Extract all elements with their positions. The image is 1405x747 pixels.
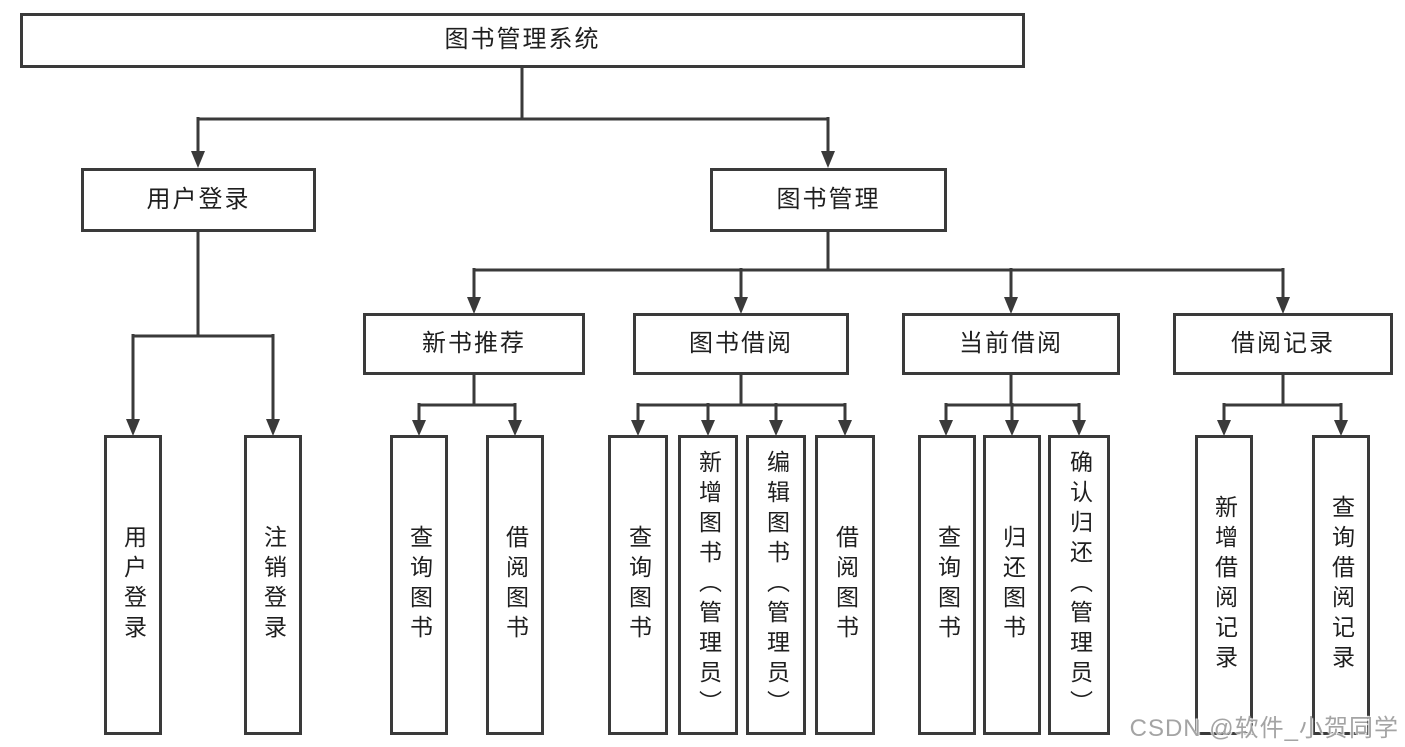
node-user-login-branch: 用户登录 (81, 168, 316, 232)
leaf-query-books-recommend: 查询图书 (390, 435, 448, 735)
leaf-logout: 注销登录 (244, 435, 302, 735)
leaf-borrow-books-recommend: 借阅图书 (486, 435, 544, 735)
csdn-watermark: CSDN @软件_小贺同学 (1129, 715, 1399, 742)
leaf-return-books-label: 归还图书 (999, 525, 1026, 645)
leaf-add-books-admin-label: 新增图书（管理员） (695, 450, 722, 720)
leaf-add-books-admin: 新增图书（管理员） (678, 435, 738, 735)
leaf-return-books: 归还图书 (983, 435, 1041, 735)
leaf-query-books-borrowing-label: 查询图书 (625, 525, 652, 645)
leaf-user-login: 用户登录 (104, 435, 162, 735)
leaf-add-borrow-record-label: 新增借阅记录 (1211, 495, 1238, 675)
leaf-confirm-return-admin-label: 确认归还（管理员） (1066, 450, 1093, 720)
node-borrowing-records: 借阅记录 (1173, 313, 1393, 375)
leaf-logout-label: 注销登录 (260, 525, 287, 645)
leaf-query-borrow-record-label: 查询借阅记录 (1328, 495, 1355, 675)
leaf-edit-books-admin-label: 编辑图书（管理员） (763, 450, 790, 720)
leaf-user-login-label: 用户登录 (120, 525, 147, 645)
leaf-borrow-books-recommend-label: 借阅图书 (502, 525, 529, 645)
leaf-borrow-books-borrowing-label: 借阅图书 (832, 525, 859, 645)
node-root-system: 图书管理系统 (20, 13, 1025, 68)
leaf-add-borrow-record: 新增借阅记录 (1195, 435, 1253, 735)
leaf-query-books-current-label: 查询图书 (934, 525, 961, 645)
node-book-borrowing: 图书借阅 (633, 313, 849, 375)
leaf-query-books-current: 查询图书 (918, 435, 976, 735)
leaf-query-books-borrowing: 查询图书 (608, 435, 668, 735)
node-new-book-recommendation: 新书推荐 (363, 313, 585, 375)
leaf-edit-books-admin: 编辑图书（管理员） (746, 435, 806, 735)
leaf-query-borrow-record: 查询借阅记录 (1312, 435, 1370, 735)
leaf-confirm-return-admin: 确认归还（管理员） (1048, 435, 1110, 735)
leaf-query-books-recommend-label: 查询图书 (406, 525, 433, 645)
node-current-borrowing: 当前借阅 (902, 313, 1120, 375)
leaf-borrow-books-borrowing: 借阅图书 (815, 435, 875, 735)
node-book-management-branch: 图书管理 (710, 168, 947, 232)
